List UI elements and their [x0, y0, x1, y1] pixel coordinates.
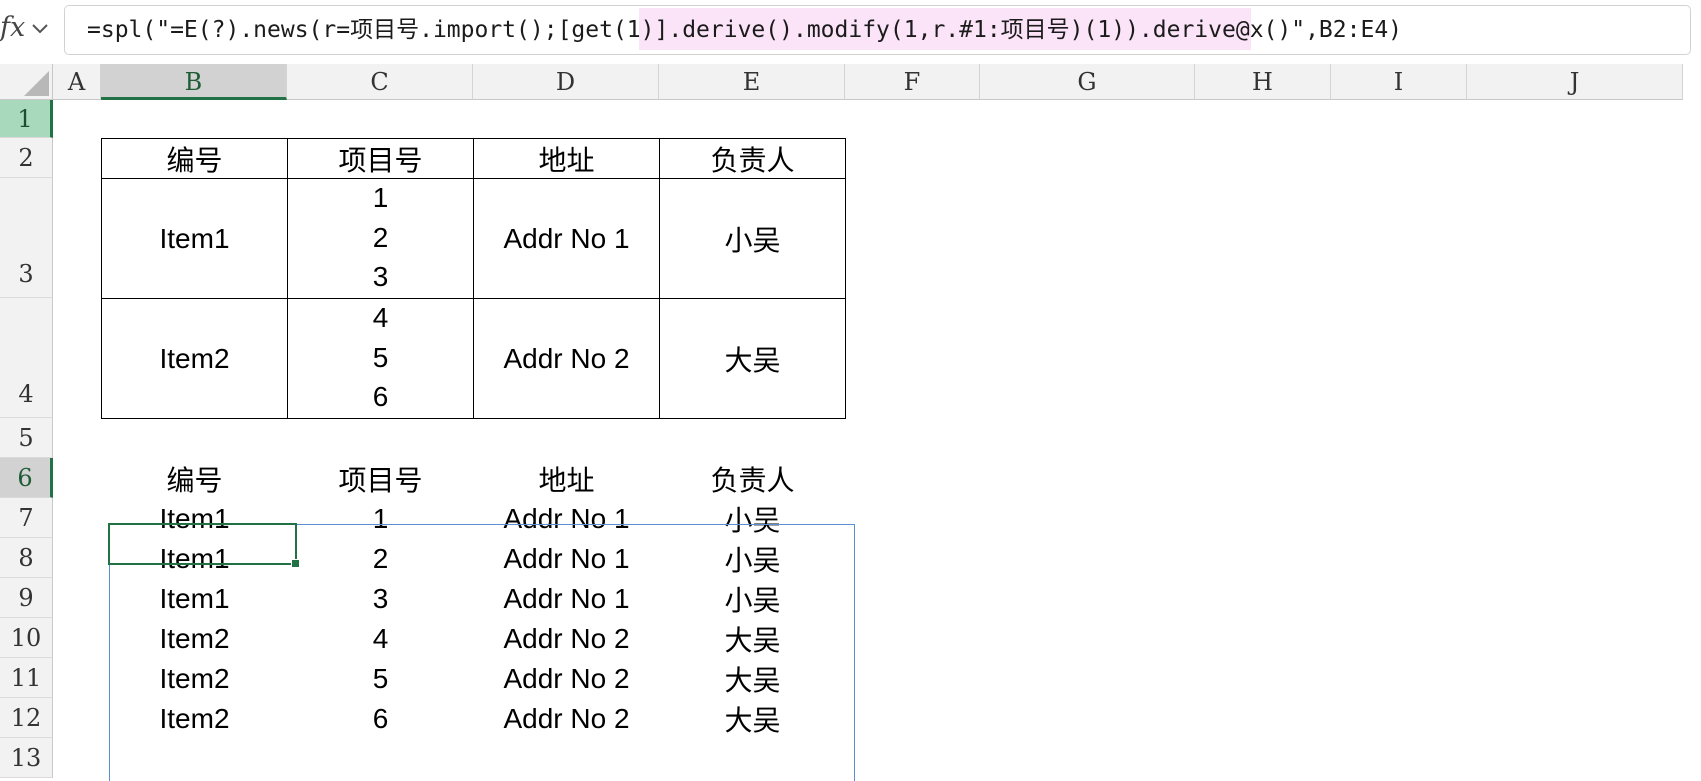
column-header-e[interactable]: E: [659, 64, 845, 100]
source-cell-owner[interactable]: 小吴: [659, 178, 846, 299]
row-header-13[interactable]: 13: [0, 738, 53, 778]
result-cell[interactable]: Item1: [159, 582, 230, 614]
result-cell[interactable]: 小吴: [724, 544, 781, 576]
result-header-id[interactable]: 编号: [166, 464, 223, 496]
source-header-address[interactable]: 地址: [473, 138, 660, 179]
source-header-project[interactable]: 项目号: [287, 138, 474, 179]
result-cell[interactable]: Item1: [159, 502, 230, 534]
result-cell[interactable]: 6: [372, 702, 389, 734]
function-icon[interactable]: fx: [0, 12, 26, 43]
cell-grid: 编号 项目号 地址 负责人 Item1 1 2 3 Addr No 1 小吴 I…: [53, 100, 1701, 781]
result-cell[interactable]: Addr No 1: [503, 582, 630, 614]
active-cell-selection[interactable]: [108, 523, 300, 568]
result-cell[interactable]: Addr No 2: [503, 702, 630, 734]
formula-highlight: [639, 8, 1251, 50]
row-header-1[interactable]: 1: [0, 100, 53, 138]
select-all-button[interactable]: [0, 64, 53, 100]
column-header-i[interactable]: I: [1331, 64, 1467, 100]
row-header-8[interactable]: 8: [0, 538, 53, 578]
result-header-address[interactable]: 地址: [538, 464, 595, 496]
result-cell[interactable]: 4: [372, 622, 389, 654]
source-cell-address[interactable]: Addr No 1: [473, 178, 660, 299]
select-all-triangle-icon: [24, 71, 49, 96]
row-header-4[interactable]: 4: [0, 298, 53, 418]
result-header-owner[interactable]: 负责人: [710, 464, 795, 496]
column-header-f[interactable]: F: [845, 64, 980, 100]
row-header-10[interactable]: 10: [0, 618, 53, 658]
row-header-9[interactable]: 9: [0, 578, 53, 618]
result-cell[interactable]: Item2: [159, 622, 230, 654]
project-number-line: 1: [372, 182, 389, 213]
column-header-j[interactable]: J: [1467, 64, 1683, 100]
column-header-a[interactable]: A: [53, 64, 101, 100]
result-cell[interactable]: Addr No 1: [503, 542, 630, 574]
column-header-g[interactable]: G: [980, 64, 1195, 100]
result-cell[interactable]: 大吴: [724, 704, 781, 736]
row-header-7[interactable]: 7: [0, 498, 53, 538]
source-cell-project-numbers[interactable]: 4 5 6: [287, 298, 474, 419]
result-cell[interactable]: Item2: [159, 702, 230, 734]
result-header-project[interactable]: 项目号: [338, 464, 423, 496]
row-header-12[interactable]: 12: [0, 698, 53, 738]
project-number-line: 2: [372, 221, 389, 253]
source-cell-owner[interactable]: 大吴: [659, 298, 846, 419]
result-cell[interactable]: 大吴: [724, 664, 781, 696]
result-cell[interactable]: 小吴: [724, 504, 781, 536]
result-cell[interactable]: Addr No 2: [503, 662, 630, 694]
column-header-b[interactable]: B: [101, 64, 287, 100]
result-cell[interactable]: 1: [372, 502, 389, 534]
project-number-line: 5: [372, 341, 389, 373]
project-number-line: 3: [372, 261, 389, 292]
result-cell[interactable]: Item2: [159, 662, 230, 694]
formula-input[interactable]: =spl("=E(?).news(r=项目号.import();[get(1)]…: [64, 5, 1691, 55]
result-cell[interactable]: Addr No 1: [503, 502, 630, 534]
result-cell[interactable]: 3: [372, 582, 389, 614]
row-header-11[interactable]: 11: [0, 658, 53, 698]
row-header-5[interactable]: 5: [0, 418, 53, 458]
result-cell[interactable]: 2: [372, 542, 389, 574]
row-header-6[interactable]: 6: [0, 458, 53, 498]
result-cell[interactable]: Addr No 2: [503, 622, 630, 654]
row-header-2[interactable]: 2: [0, 138, 53, 178]
column-header-d[interactable]: D: [473, 64, 659, 100]
column-header-h[interactable]: H: [1195, 64, 1331, 100]
fill-handle[interactable]: [291, 559, 300, 568]
result-cell[interactable]: 小吴: [724, 584, 781, 616]
source-cell-address[interactable]: Addr No 2: [473, 298, 660, 419]
result-cell[interactable]: 5: [372, 662, 389, 694]
source-cell-id[interactable]: Item2: [101, 298, 288, 419]
source-header-owner[interactable]: 负责人: [659, 138, 846, 179]
source-cell-id[interactable]: Item1: [101, 178, 288, 299]
project-number-line: 6: [372, 381, 389, 412]
chevron-down-icon[interactable]: [30, 18, 50, 38]
result-cell[interactable]: Item1: [159, 542, 230, 574]
formula-text[interactable]: =spl("=E(?).news(r=项目号.import();[get(1)]…: [87, 17, 1403, 43]
source-cell-project-numbers[interactable]: 1 2 3: [287, 178, 474, 299]
result-cell[interactable]: 大吴: [724, 624, 781, 656]
formula-bar: fx =spl("=E(?).news(r=项目号.import();[get(…: [0, 0, 1701, 60]
column-header-c[interactable]: C: [287, 64, 473, 100]
source-header-id[interactable]: 编号: [101, 138, 288, 179]
row-header-3[interactable]: 3: [0, 178, 53, 298]
project-number-line: 4: [372, 302, 389, 333]
